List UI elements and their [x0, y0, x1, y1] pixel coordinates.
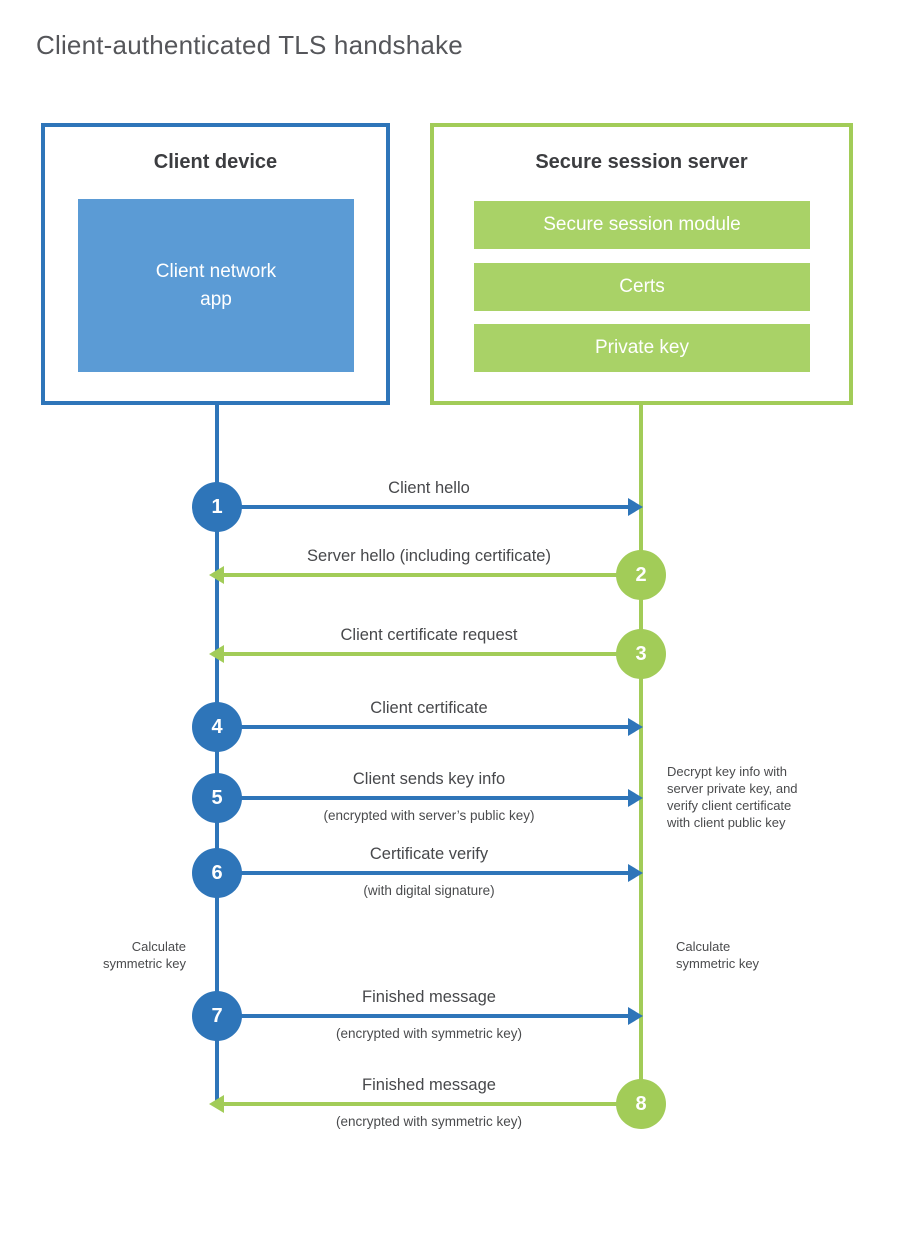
arrowhead-right-icon [628, 789, 643, 807]
client-device-title: Client device [153, 151, 278, 173]
message-sublabel: (encrypted with symmetric key) [335, 1026, 523, 1041]
message-label: Client certificate [370, 699, 488, 717]
step-number: 7 [211, 1004, 223, 1027]
client-network-app-label: Client network app [155, 260, 277, 310]
step-circle-2: 2 [616, 550, 666, 600]
arrowhead-left-icon [209, 566, 224, 584]
arrowhead-right-icon [628, 864, 643, 882]
message-arrow-line [217, 796, 629, 800]
message-arrow-line [217, 871, 629, 875]
message-label: Certificate verify [369, 845, 489, 863]
arrowhead-left-icon [209, 1095, 224, 1113]
step-number: 8 [635, 1092, 647, 1115]
step-circle-5: 5 [192, 773, 242, 823]
step-circle-7: 7 [192, 991, 242, 1041]
message-arrow-line [224, 652, 632, 656]
message-arrow-line [224, 1102, 632, 1106]
step-number: 2 [635, 563, 647, 586]
message-sublabel: (encrypted with server’s public key) [323, 808, 535, 823]
step-circle-8: 8 [616, 1079, 666, 1129]
message-arrow-line [217, 725, 629, 729]
message-sublabel: (with digital signature) [363, 883, 495, 898]
step-number: 5 [211, 786, 223, 809]
page-title: Client-authenticated TLS handshake [36, 30, 463, 60]
decrypt-key-info-note: Decrypt key info with server private key… [667, 764, 798, 830]
message-label: Finished message [362, 1076, 496, 1094]
message-sublabel: (encrypted with symmetric key) [335, 1114, 523, 1129]
server-lifeline [639, 401, 643, 1103]
arrowhead-right-icon [628, 1007, 643, 1025]
step-number: 4 [211, 715, 223, 738]
message-label: Finished message [362, 988, 496, 1006]
secure-session-server-title: Secure session server [535, 151, 748, 173]
arrowhead-left-icon [209, 645, 224, 663]
message-label: Client hello [388, 479, 470, 497]
message-arrow-line [217, 505, 629, 509]
step-number: 6 [211, 861, 223, 884]
message-label: Server hello (including certificate) [307, 547, 551, 565]
arrowhead-right-icon [628, 718, 643, 736]
step-circle-6: 6 [192, 848, 242, 898]
step-circle-3: 3 [616, 629, 666, 679]
message-arrow-line [217, 1014, 629, 1018]
module-bar-secure-session-module: Secure session module [474, 201, 810, 249]
client-network-app-box: Client network app [78, 199, 354, 372]
step-number: 1 [211, 495, 223, 518]
step-number: 3 [635, 642, 647, 665]
module-bar-private-key: Private key [474, 324, 810, 372]
step-circle-1: 1 [192, 482, 242, 532]
message-label: Client certificate request [340, 626, 518, 644]
message-arrow-line [224, 573, 632, 577]
arrowhead-right-icon [628, 498, 643, 516]
calculate-symmetric-key-right: Calculate symmetric key [676, 939, 760, 971]
module-bar-certs: Certs [474, 263, 810, 311]
client-lifeline [215, 401, 219, 1105]
step-circle-4: 4 [192, 702, 242, 752]
calculate-symmetric-key-left: Calculate symmetric key [102, 939, 186, 971]
message-label: Client sends key info [352, 770, 506, 788]
